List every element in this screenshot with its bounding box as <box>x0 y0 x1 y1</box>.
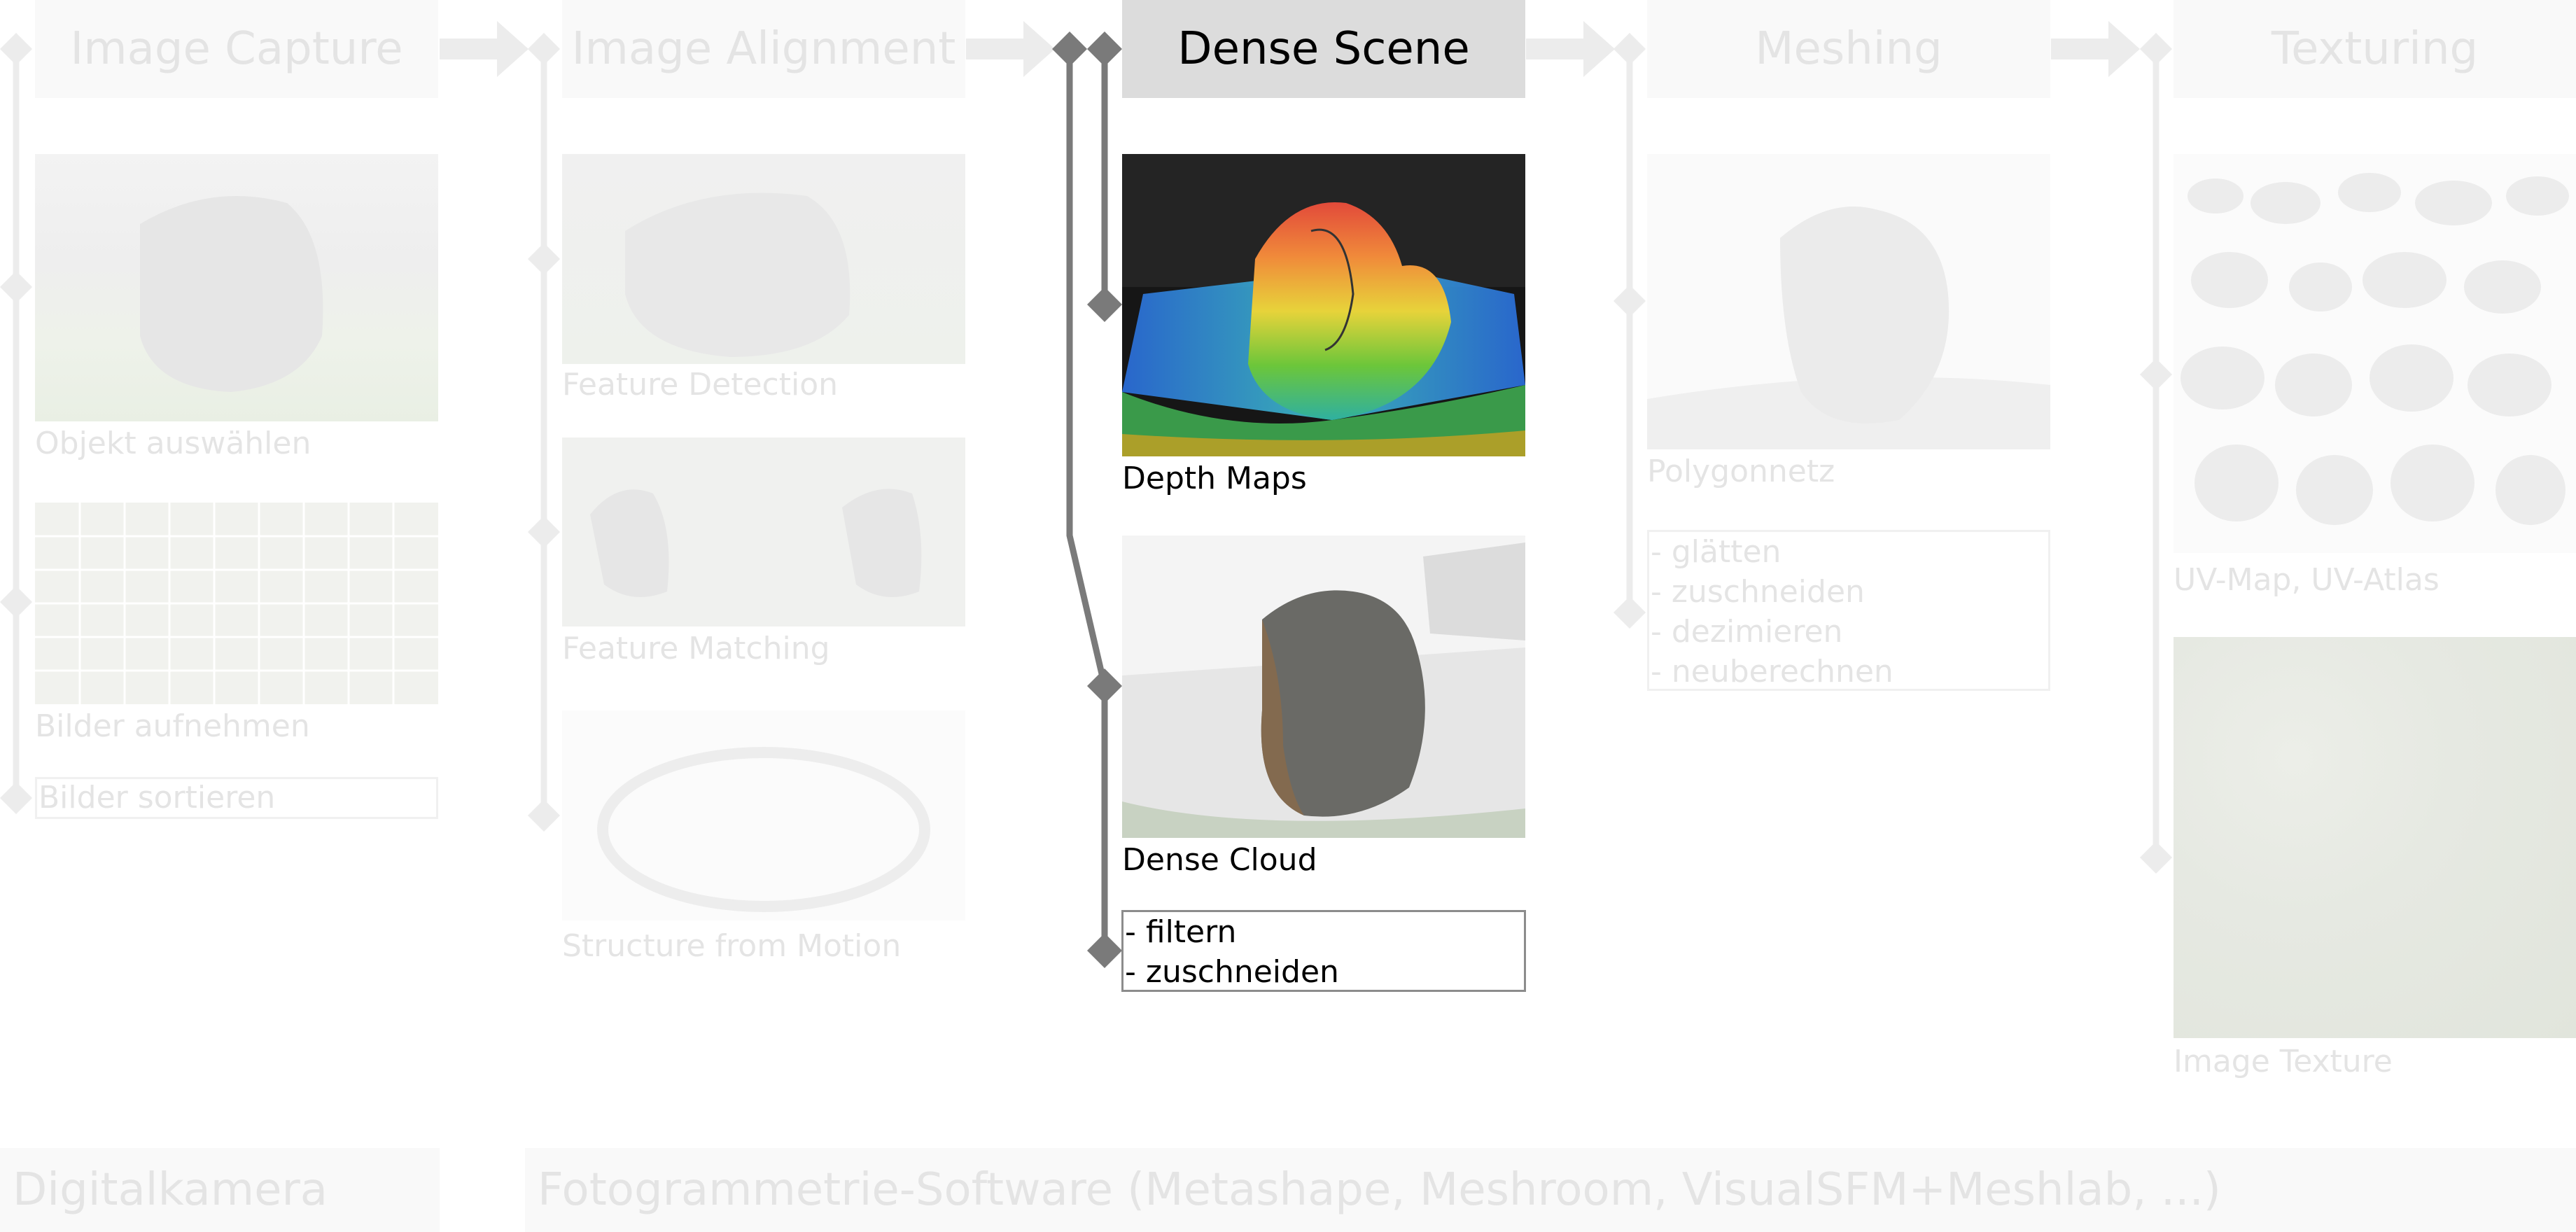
box-item: - glätten <box>1651 534 1782 570</box>
rock-photo-image <box>625 192 850 357</box>
step-label-polygonnetz: Polygonnetz <box>1647 454 1835 489</box>
box-item: - zuschneiden <box>1651 574 1865 610</box>
step-label-depth-maps: Depth Maps <box>1122 461 1307 496</box>
mesh-render <box>1647 206 2050 449</box>
uv-atlas-image <box>2174 154 2576 553</box>
feature-detection-photo <box>562 154 965 364</box>
box-item: - dezimieren <box>1651 614 1843 650</box>
box-item: - filtern <box>1125 914 1237 950</box>
step-box-mesh-operations: - glätten - zuschneiden - dezimieren - n… <box>1647 530 2050 691</box>
dense-cloud-render <box>1122 542 1525 838</box>
matching-photo-image <box>590 489 922 597</box>
stage-header-texturing: Texturing <box>2174 0 2576 98</box>
rail-dense-scene <box>1052 31 1122 968</box>
step-label-feature-matching: Feature Matching <box>562 631 830 666</box>
step-label-bilder-aufnehmen: Bilder aufnehmen <box>35 708 310 744</box>
thumbnail-grid-image <box>35 503 438 704</box>
box-item: Bilder sortieren <box>38 780 276 816</box>
step-label-structure-from-motion: Structure from Motion <box>562 928 902 964</box>
polygon-mesh-image <box>1647 154 2050 449</box>
rock-photo-image <box>140 196 323 392</box>
step-label-uv-map: UV-Map, UV-Atlas <box>2174 562 2440 598</box>
step-box-bilder-sortieren: Bilder sortieren <box>35 777 438 819</box>
image-texture <box>2174 637 2576 1038</box>
image-thumbnail-grid <box>35 503 438 704</box>
stage-header-image-capture: Image Capture <box>35 0 438 98</box>
rail-image-alignment <box>528 33 560 832</box>
depth-map-image <box>1122 154 1525 456</box>
object-photo <box>35 154 438 421</box>
feature-matching-photo <box>562 438 965 626</box>
footer-software: Fotogrammetrie-Software (Metashape, Mesh… <box>525 1148 2576 1232</box>
box-item: - zuschneiden <box>1125 954 1339 990</box>
footer-camera: Digitalkamera <box>0 1148 440 1232</box>
header-arrows <box>440 21 2140 77</box>
step-label-objekt-auswaehlen: Objekt auswählen <box>35 426 312 461</box>
step-label-feature-detection: Feature Detection <box>562 367 839 402</box>
step-box-filter-crop: - filtern - zuschneiden <box>1121 910 1526 992</box>
rail-texturing <box>2140 33 2172 874</box>
box-item: - neuberechnen <box>1651 654 1893 690</box>
stage-header-image-alignment: Image Alignment <box>562 0 965 98</box>
rail-image-capture <box>0 33 32 814</box>
step-label-image-texture: Image Texture <box>2174 1044 2393 1079</box>
dense-cloud-image <box>1122 536 1525 838</box>
stage-header-meshing: Meshing <box>1647 0 2050 98</box>
stage-header-dense-scene: Dense Scene <box>1122 0 1525 98</box>
camera-ring-image <box>597 747 930 912</box>
uv-atlas-render <box>2180 173 2569 525</box>
depth-map-render <box>1122 154 1525 456</box>
rail-meshing <box>1614 33 1646 629</box>
structure-from-motion-image <box>562 710 965 920</box>
step-label-dense-cloud: Dense Cloud <box>1122 842 1317 878</box>
